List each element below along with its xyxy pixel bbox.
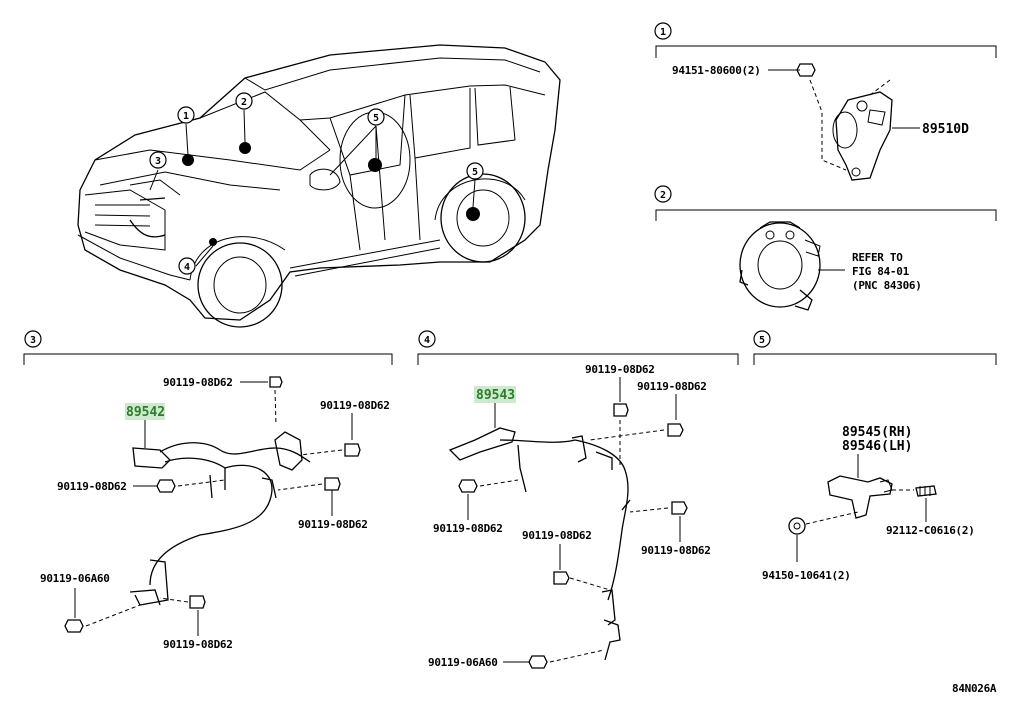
s5-bolt-left-label: 94150-10641(2)	[762, 569, 851, 582]
refer-line-3: (PNC 84306)	[852, 279, 922, 292]
s3-bolt-right-bottom-label: 90119-08D62	[298, 518, 368, 531]
section-1-number-badge	[654, 22, 672, 40]
s5-bolt-right-label: 92112-C0616(2)	[886, 524, 975, 537]
part-89543-label: 89543	[476, 388, 515, 403]
section-4-number-badge	[418, 330, 436, 348]
part-89543-highlight	[474, 386, 516, 403]
part-89510d-label: 89510D	[922, 122, 969, 137]
svg-text:4: 4	[424, 335, 430, 346]
svg-text:2: 2	[660, 190, 666, 201]
section-5-number-badge	[753, 330, 771, 348]
section-3-number-badge	[24, 330, 42, 348]
svg-text:1: 1	[183, 111, 189, 122]
bolt-94151-80600-icon	[796, 63, 816, 77]
s3-bolt-low-left-label: 90119-06A60	[40, 572, 110, 585]
sensor-89510d-icon	[832, 79, 893, 181]
section-4: 4 89543 90119-08D62 90119-08D62 90119-08…	[417, 330, 739, 669]
svg-text:3: 3	[30, 335, 36, 346]
section-2: 2 REFER TO FIG 84-01 (PNC 84306)	[654, 185, 997, 311]
s3-bolt-bottom-label: 90119-08D62	[163, 638, 233, 651]
svg-text:5: 5	[759, 335, 765, 346]
s3-bolt-left-label: 90119-08D62	[57, 480, 127, 493]
section-2-number-badge	[654, 185, 672, 203]
s4-bolt-top-right-label: 90119-08D62	[637, 380, 707, 393]
s4-bolt-bottom-icon	[528, 655, 548, 669]
s3-bolt-top-icon	[269, 376, 283, 388]
section-1-bolt-label: 94151-80600(2)	[672, 64, 761, 77]
vehicle-callout-1: 1	[177, 106, 195, 124]
speed-sensor-89543-icon	[448, 427, 631, 661]
vehicle-callout-5b: 5	[466, 162, 484, 180]
s4-bolt-left-icon	[458, 479, 478, 493]
vehicle-callout-4: 4	[178, 257, 196, 275]
svg-text:4: 4	[184, 262, 190, 273]
refer-line-1: REFER TO	[852, 251, 903, 264]
vehicle-callout-2: 2	[235, 92, 253, 110]
s4-bolt-right-icon	[671, 501, 688, 515]
s4-bolt-mid-label: 90119-08D62	[522, 529, 592, 542]
section-1-bracket	[655, 45, 997, 58]
s4-bolt-left-label: 90119-08D62	[433, 522, 503, 535]
s5-bolt-right-icon	[915, 485, 937, 497]
wheel-speed-sensor-rear-icon	[827, 475, 893, 519]
section-2-bracket	[655, 209, 997, 221]
s4-bolt-top-icon	[613, 403, 629, 417]
s4-bolt-right-label: 90119-08D62	[641, 544, 711, 557]
section-3-bracket	[23, 353, 393, 365]
s3-bolt-bottom-icon	[189, 595, 206, 609]
vehicle-callout-3: 3	[149, 151, 167, 169]
svg-text:1: 1	[660, 27, 666, 38]
s3-bolt-right-bottom-icon	[324, 477, 341, 491]
s3-bolt-right-top-icon	[344, 443, 361, 457]
refer-line-2: FIG 84-01	[852, 265, 910, 278]
s3-bolt-left-icon	[156, 479, 176, 493]
svg-text:3: 3	[155, 156, 161, 167]
svg-text:5: 5	[472, 167, 478, 178]
section-1: 1 94151-80600(2) 89510D	[654, 22, 997, 181]
part-89545-label: 89545(RH)	[842, 425, 912, 440]
section-4-bracket	[417, 353, 739, 365]
part-89546-label: 89546(LH)	[842, 439, 912, 454]
spiral-cable-icon	[739, 221, 821, 311]
section-5: 5 89545(RH) 89546(LH) 92112-C0616(2) 941…	[753, 330, 997, 582]
part-89542-highlight	[125, 403, 165, 420]
s5-washer-icon	[788, 517, 806, 535]
s3-bolt-low-left-icon	[64, 619, 84, 633]
vehicle-callout-5a: 5	[367, 108, 385, 126]
section-3: 3 89542 90119-08D62 90119-08D62 90119-08…	[23, 330, 393, 651]
s3-bolt-top-label: 90119-08D62	[163, 376, 233, 389]
speed-sensor-89542-icon	[129, 431, 311, 606]
s4-bolt-bottom-label: 90119-06A60	[428, 656, 498, 669]
s4-bolt-top-label: 90119-08D62	[585, 363, 655, 376]
part-89542-label: 89542	[126, 405, 165, 420]
diagram-code: 84N026A	[952, 682, 997, 695]
s3-bolt-right-top-label: 90119-08D62	[320, 399, 390, 412]
svg-text:2: 2	[241, 97, 247, 108]
svg-text:5: 5	[373, 113, 379, 124]
s4-bolt-mid-icon	[553, 571, 570, 585]
section-5-bracket	[753, 353, 997, 365]
s4-bolt-top-right-icon	[667, 423, 684, 437]
vehicle-illustration	[77, 44, 561, 328]
